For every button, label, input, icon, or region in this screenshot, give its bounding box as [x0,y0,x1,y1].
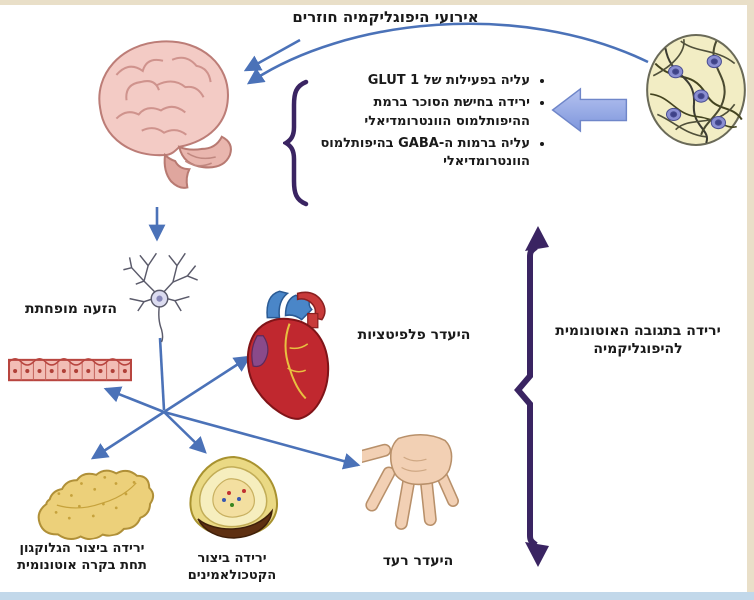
mechanism-item: ירידה בחישת הסוכר ברמת ההיפותלמוס הוונטר… [303,94,530,132]
bracket-arrows-icon [514,226,549,567]
label-reduced-catecholamines: ירידה ביצור הקטכולאמינים [187,551,277,583]
histology-circle-icon [645,33,747,147]
neuron-icon [112,245,207,343]
mechanism-item: עליה ברמות ה-GABA בהיפותלמוס הוונטרומדיא… [303,135,530,173]
scan-edge-top [0,0,754,5]
block-arrow-left-icon [549,87,629,133]
hand-icon [362,426,466,538]
skin-epithelium-icon [8,352,132,384]
pancreas-icon [18,433,164,549]
label-no-tremor: היעדר רעד [382,553,454,569]
adrenal-gland-icon [184,452,284,542]
mechanism-item: עליה בפעילות של GLUT 1 [303,72,530,91]
diagram-title: אירועי היפוגליקמיה חוזרים [292,8,479,26]
label-reduced-sweating: הזעה מופחתת [25,301,117,317]
mechanism-list: עליה בפעילות של GLUT 1 ירידה בחישת הסוכר… [303,72,548,175]
label-reduced-glucagon: ירידה ביצור הגלוקגון תחת בקרה אוטונומית [17,541,147,573]
scan-edge-right [747,0,754,600]
scan-edge-bottom [0,592,754,600]
label-no-palpitations: היעדר פלפיטציות [357,327,471,343]
label-reduced-autonomic-response: ירידה בתגובה האוטונומית להיפוגליקמיה [555,323,721,358]
heart-icon [237,287,333,427]
curly-brace-icon [283,77,309,209]
brain-icon [86,28,238,203]
